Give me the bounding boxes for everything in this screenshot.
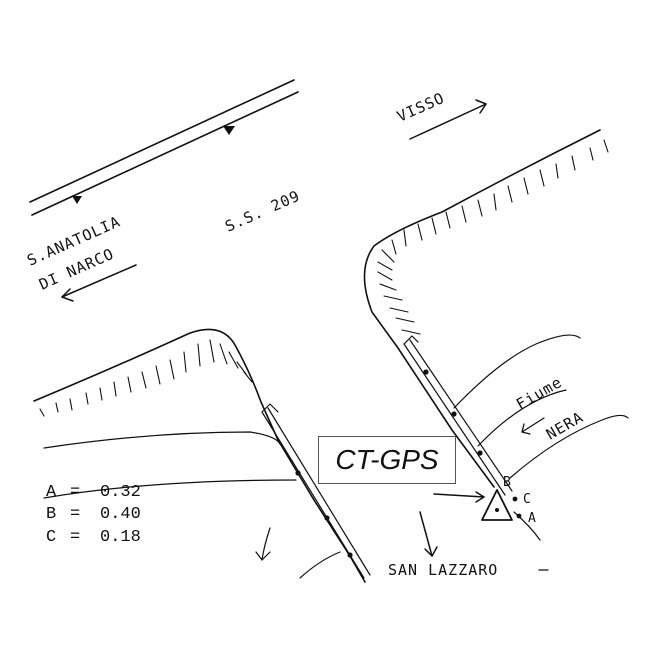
river-nera <box>453 334 629 541</box>
point-label-c: C <box>523 492 531 507</box>
legend-key-c: C <box>46 528 56 547</box>
svg-text:=: = <box>70 505 80 524</box>
arrow-to-station <box>433 491 485 503</box>
left-slope <box>33 328 371 583</box>
gps-station-symbol <box>481 489 522 521</box>
legend-value-b: 0.40 <box>100 505 141 524</box>
station-name-box: CT-GPS <box>318 436 456 484</box>
point-label-b: B <box>503 475 511 490</box>
arrow-south <box>419 511 438 557</box>
road-marker <box>223 126 235 135</box>
arrow-to-santanatolia <box>61 264 137 302</box>
label-visso: VISSO <box>394 89 447 126</box>
arrow-to-visso <box>409 99 487 140</box>
legend-key-b: B <box>46 505 56 524</box>
road-ss209 <box>29 79 299 216</box>
svg-text:=: = <box>70 528 80 547</box>
legend: A = 0.32 B = 0.40 C = 0.18 <box>46 483 141 547</box>
label-fiume: Fiume <box>513 373 565 414</box>
point-label-a: A <box>528 511 536 526</box>
label-san-lazzaro: SAN LAZZARO <box>388 561 498 579</box>
label-ss209: S.S. 209 <box>222 187 303 236</box>
legend-key-a: A <box>46 483 57 502</box>
road-marker <box>72 196 82 204</box>
svg-text:=: = <box>70 483 80 502</box>
legend-value-a: 0.32 <box>100 483 141 502</box>
flow-lines-left <box>43 431 341 579</box>
legend-value-c: 0.18 <box>100 528 141 547</box>
right-slope <box>363 129 609 496</box>
